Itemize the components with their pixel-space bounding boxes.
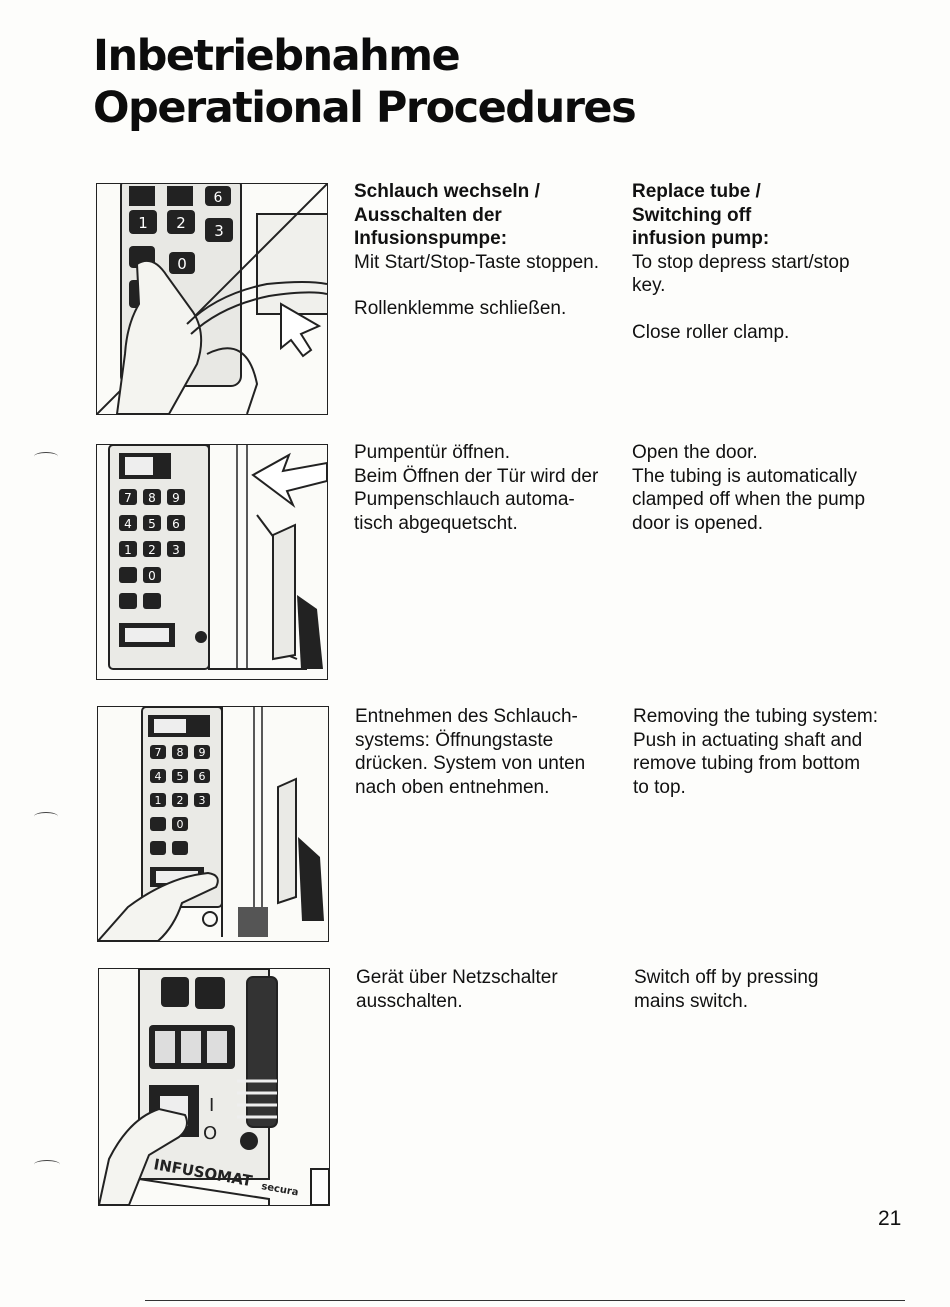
step1-english-text-stop-1: To stop depress start/stop xyxy=(632,251,850,273)
step1-english: Replace tube / Switching off infusion pu… xyxy=(632,180,902,344)
step2-english: Open the door. The tubing is automatical… xyxy=(632,441,907,535)
step2-german-line1: Pumpentür öffnen. xyxy=(354,442,510,463)
svg-text:4: 4 xyxy=(124,517,132,531)
step2-english-line1: Open the door. xyxy=(632,442,758,463)
svg-text:3: 3 xyxy=(172,543,180,557)
step1-german-heading-line3: Infusionspumpe: xyxy=(354,228,508,249)
svg-text:8: 8 xyxy=(177,746,184,759)
step1-english-text-stop-2: key. xyxy=(632,275,666,296)
svg-text:O: O xyxy=(203,1123,217,1144)
svg-text:7: 7 xyxy=(155,746,162,759)
step2-german-line2: Beim Öffnen der Tür wird der xyxy=(354,465,599,487)
svg-text:9: 9 xyxy=(172,491,180,505)
step4-german-line1: Gerät über Netzschalter xyxy=(356,967,558,988)
step4-german-line2: ausschalten. xyxy=(356,990,463,1012)
step4-german: Gerät über Netzschalter ausschalten. xyxy=(356,966,631,1013)
step1-german-heading-line1: Schlauch wechseln / xyxy=(354,181,540,202)
figure-mains-switch: I O INFUSOMAT secura xyxy=(98,968,330,1206)
svg-text:I: I xyxy=(209,1095,214,1116)
margin-mark xyxy=(34,1160,60,1169)
step3-english-line2: Push in actuating shaft and xyxy=(633,729,863,751)
title-german: Inbetriebnahme xyxy=(93,31,461,81)
svg-text:1: 1 xyxy=(155,794,162,807)
step4-english-line2: mains switch. xyxy=(634,990,749,1012)
svg-text:0: 0 xyxy=(148,569,156,583)
step3-german-line4: nach oben entnehmen. xyxy=(355,776,550,798)
svg-text:8: 8 xyxy=(148,491,156,505)
step2-english-line3: clamped off when the pump xyxy=(632,489,866,510)
illustration-mains-switch: I O INFUSOMAT secura xyxy=(99,969,329,1205)
svg-text:6: 6 xyxy=(199,770,206,783)
step2-german-line3: Pumpenschlauch automa- xyxy=(354,489,575,510)
step2-english-line2: The tubing is automatically xyxy=(632,465,857,487)
step1-english-heading-line3: infusion pump: xyxy=(632,228,770,249)
figure-open-door: 7 8 9 4 5 6 1 2 3 0 xyxy=(96,444,328,680)
margin-mark xyxy=(34,812,58,821)
svg-text:0: 0 xyxy=(177,255,187,273)
svg-text:3: 3 xyxy=(199,794,206,807)
step3-german-line2: systems: Öffnungstaste xyxy=(355,729,554,751)
svg-text:6: 6 xyxy=(214,190,223,206)
step1-german-text-stop: Mit Start/Stop-Taste stoppen. xyxy=(354,251,600,273)
svg-text:3: 3 xyxy=(214,222,224,240)
step2-english-line4: door is opened. xyxy=(632,512,763,534)
step4-english-line1: Switch off by pressing xyxy=(634,967,819,988)
svg-text:5: 5 xyxy=(148,517,156,531)
step3-german-line3: drücken. System von unten xyxy=(355,753,586,774)
svg-text:2: 2 xyxy=(148,543,156,557)
svg-text:2: 2 xyxy=(177,794,184,807)
svg-text:4: 4 xyxy=(155,770,162,783)
svg-text:2: 2 xyxy=(176,214,186,232)
step3-german: Entnehmen des Schlauch- systems: Öffnung… xyxy=(355,705,630,799)
svg-text:7: 7 xyxy=(124,491,132,505)
step1-german-heading-line2: Ausschalten der xyxy=(354,204,502,226)
svg-text:5: 5 xyxy=(177,770,184,783)
svg-text:1: 1 xyxy=(138,214,148,232)
svg-text:0: 0 xyxy=(177,818,184,831)
title-english: Operational Procedures xyxy=(93,83,637,133)
page-title: Inbetriebnahme Operational Procedures xyxy=(93,30,637,134)
step1-english-text-clamp: Close roller clamp. xyxy=(632,321,790,343)
svg-text:6: 6 xyxy=(172,517,180,531)
step3-english: Removing the tubing system: Push in actu… xyxy=(633,705,913,799)
footer-divider xyxy=(145,1300,905,1301)
step1-german: Schlauch wechseln / Ausschalten der Infu… xyxy=(354,180,624,321)
step3-german-line1: Entnehmen des Schlauch- xyxy=(355,706,578,727)
step3-english-line3: remove tubing from bottom xyxy=(633,753,861,774)
margin-mark xyxy=(34,452,58,461)
step4-english: Switch off by pressing mains switch. xyxy=(634,966,909,1013)
illustration-tubing-removal: 7 8 9 4 5 6 1 2 3 0 xyxy=(98,707,328,941)
figure-stop-pump: 6 1 2 3 0 xyxy=(96,183,328,415)
step2-german-line4: tisch abgequetscht. xyxy=(354,512,518,534)
svg-text:9: 9 xyxy=(199,746,206,759)
svg-text:1: 1 xyxy=(124,543,132,557)
step1-german-text-clamp: Rollenklemme schließen. xyxy=(354,298,567,319)
step2-german: Pumpentür öffnen. Beim Öffnen der Tür wi… xyxy=(354,441,629,535)
illustration-keypad-stop: 6 1 2 3 0 xyxy=(97,184,327,414)
step3-english-line1: Removing the tubing system: xyxy=(633,706,879,727)
step1-english-heading-line2: Switching off xyxy=(632,204,752,226)
figure-remove-tubing: 7 8 9 4 5 6 1 2 3 0 xyxy=(97,706,329,942)
step1-english-heading-line1: Replace tube / xyxy=(632,181,761,202)
page-number: 21 xyxy=(878,1207,902,1230)
step3-english-line4: to top. xyxy=(633,776,686,798)
illustration-door-open: 7 8 9 4 5 6 1 2 3 0 xyxy=(97,445,327,679)
